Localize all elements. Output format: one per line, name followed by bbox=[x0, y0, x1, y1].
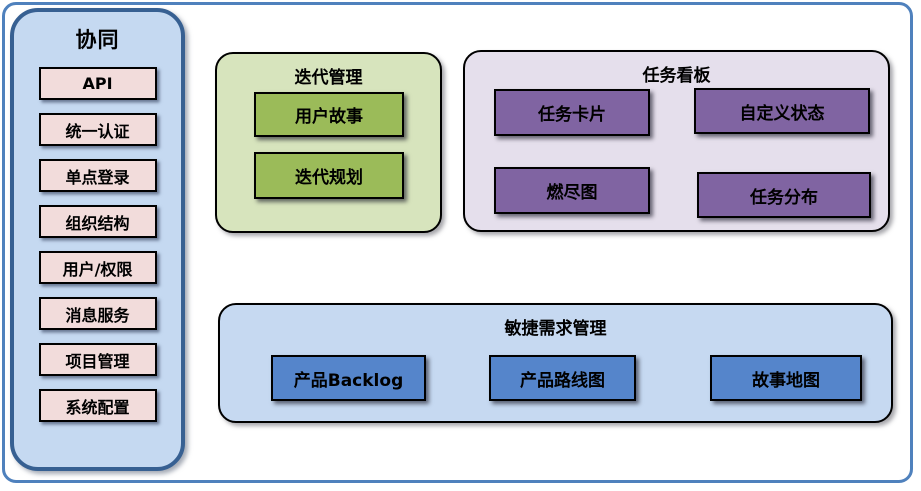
shape-product-backlog: 产品Backlog bbox=[271, 355, 426, 401]
shape-story-map: 故事地图 bbox=[710, 355, 862, 401]
group-agile-requirement-management: 敏捷需求管理 产品Backlog 产品路线图 故事地图 bbox=[218, 303, 893, 423]
group-agile-title: 敏捷需求管理 bbox=[504, 319, 607, 339]
sidebar-item-list: API 统一认证 单点登录 组织结构 用户/权限 消息服务 项目管理 系统配置 bbox=[38, 67, 157, 422]
shape-product-roadmap: 产品路线图 bbox=[489, 355, 636, 401]
group-kanban-title: 任务看板 bbox=[642, 66, 711, 86]
shape-iteration-planning: 迭代规划 bbox=[254, 152, 404, 199]
sidebar-item-org-structure: 组织结构 bbox=[38, 205, 157, 238]
shape-custom-status: 自定义状态 bbox=[694, 88, 870, 134]
outer-frame bbox=[2, 2, 913, 483]
sidebar-item-user-permissions: 用户/权限 bbox=[38, 251, 157, 284]
group-task-kanban: 任务看板 任务卡片 自定义状态 燃尽图 任务分布 bbox=[463, 50, 890, 232]
sidebar-item-unified-auth: 统一认证 bbox=[38, 113, 157, 146]
sidebar-item-api: API bbox=[38, 67, 157, 100]
sidebar-collaboration: 协同 API 统一认证 单点登录 组织结构 用户/权限 消息服务 项目管理 系统… bbox=[10, 8, 185, 471]
shape-task-card: 任务卡片 bbox=[494, 89, 650, 136]
shape-burndown-chart: 燃尽图 bbox=[494, 167, 650, 214]
shape-task-distribution: 任务分布 bbox=[697, 172, 871, 218]
sidebar-item-message-service: 消息服务 bbox=[38, 297, 157, 330]
sidebar-title: 协同 bbox=[75, 28, 120, 52]
sidebar-item-system-config: 系统配置 bbox=[38, 389, 157, 422]
shape-user-story: 用户故事 bbox=[254, 92, 404, 137]
group-iteration-title: 迭代管理 bbox=[294, 68, 363, 88]
sidebar-item-single-sign-on: 单点登录 bbox=[38, 159, 157, 192]
group-iteration-management: 迭代管理 用户故事 迭代规划 bbox=[215, 52, 442, 233]
sidebar-item-project-management: 项目管理 bbox=[38, 343, 157, 376]
